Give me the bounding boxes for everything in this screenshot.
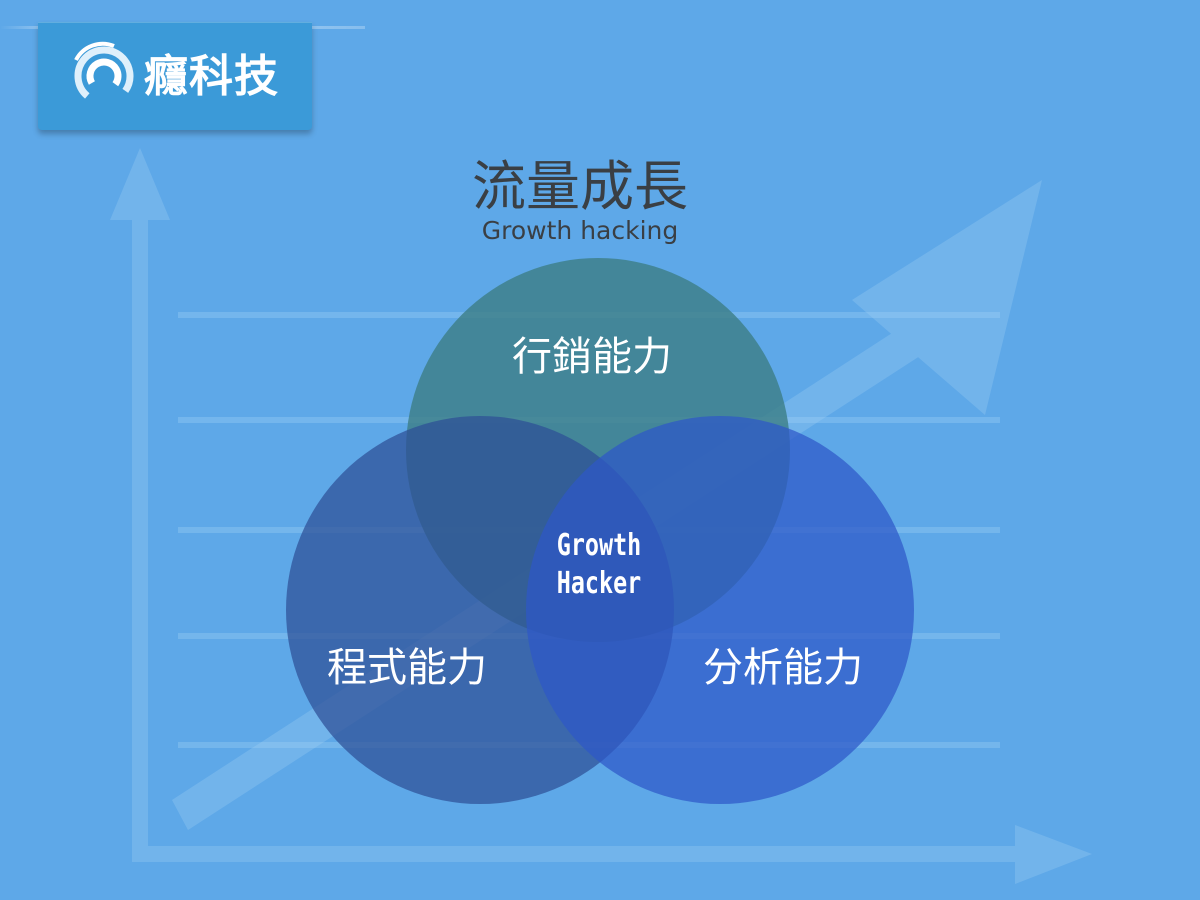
- bg-trend-arrowhead: [852, 180, 1042, 415]
- venn-center-line2: Hacker: [556, 565, 642, 601]
- bg-x-axis-arrowhead: [1015, 825, 1092, 884]
- venn-center-label: Growth Hacker: [544, 527, 653, 602]
- venn-label-analysis: 分析能力: [703, 645, 863, 691]
- bg-y-axis: [132, 200, 148, 860]
- bg-x-axis: [132, 846, 1032, 862]
- venn-label-programming: 程式能力: [327, 645, 487, 691]
- logo-badge: [38, 22, 312, 130]
- circular-swirl-logo-icon: [74, 41, 134, 106]
- venn-label-marketing: 行銷能力: [512, 334, 672, 380]
- bg-y-axis-arrowhead: [110, 148, 170, 220]
- brand-name: 癮科技: [144, 51, 279, 102]
- venn-center-line1: Growth: [556, 528, 642, 563]
- page-subtitle: Growth hacking: [481, 216, 679, 245]
- page-title: 流量成長: [472, 155, 688, 218]
- venn-circle-analysis: [526, 416, 914, 804]
